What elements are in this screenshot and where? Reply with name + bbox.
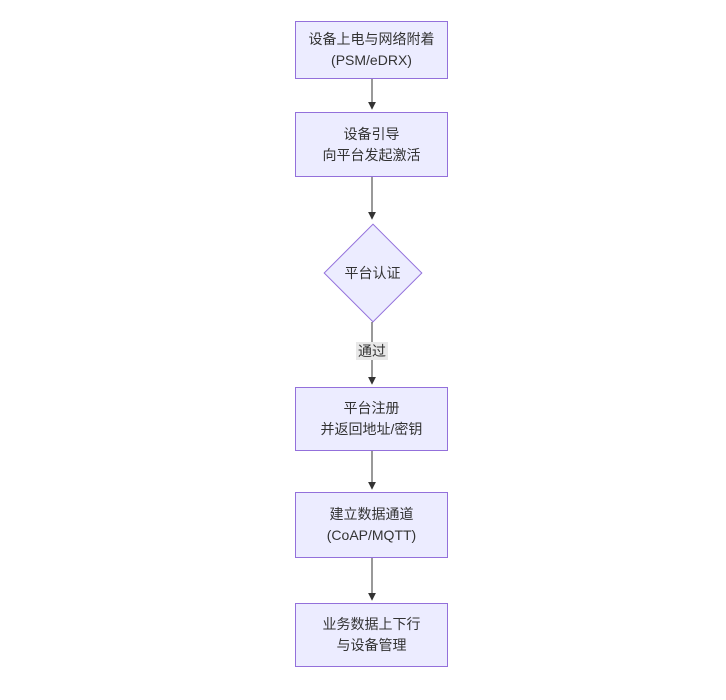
node-business: 业务数据上下行 与设备管理 [295,603,448,667]
node-bootstrap: 设备引导 向平台发起激活 [295,112,448,177]
node-label-line: (CoAP/MQTT) [326,527,417,543]
node-label-line: 向平台发起激活 [322,146,421,163]
node-label-line: 平台注册 [343,400,400,416]
node-label-line: 平台认证 [344,264,401,281]
node-label-line: (PSM/eDRX) [331,52,412,68]
node-label-line: 业务数据上下行 [322,616,421,632]
node-channel: 建立数据通道 (CoAP/MQTT) [295,492,448,558]
node-label-line: 设备上电与网络附着 [308,31,435,47]
node-label-line: 并返回地址/密钥 [320,421,423,437]
node-label-line: 与设备管理 [336,637,407,653]
node-power-attach: 设备上电与网络附着 (PSM/eDRX) [295,21,448,79]
node-label-line: 建立数据通道 [329,506,414,522]
node-label-line: 设备引导 [343,125,400,142]
edge-label-pass: 通过 [356,342,388,360]
node-register: 平台注册 并返回地址/密钥 [295,387,448,451]
node-auth-decision: 平台认证 [322,222,423,323]
